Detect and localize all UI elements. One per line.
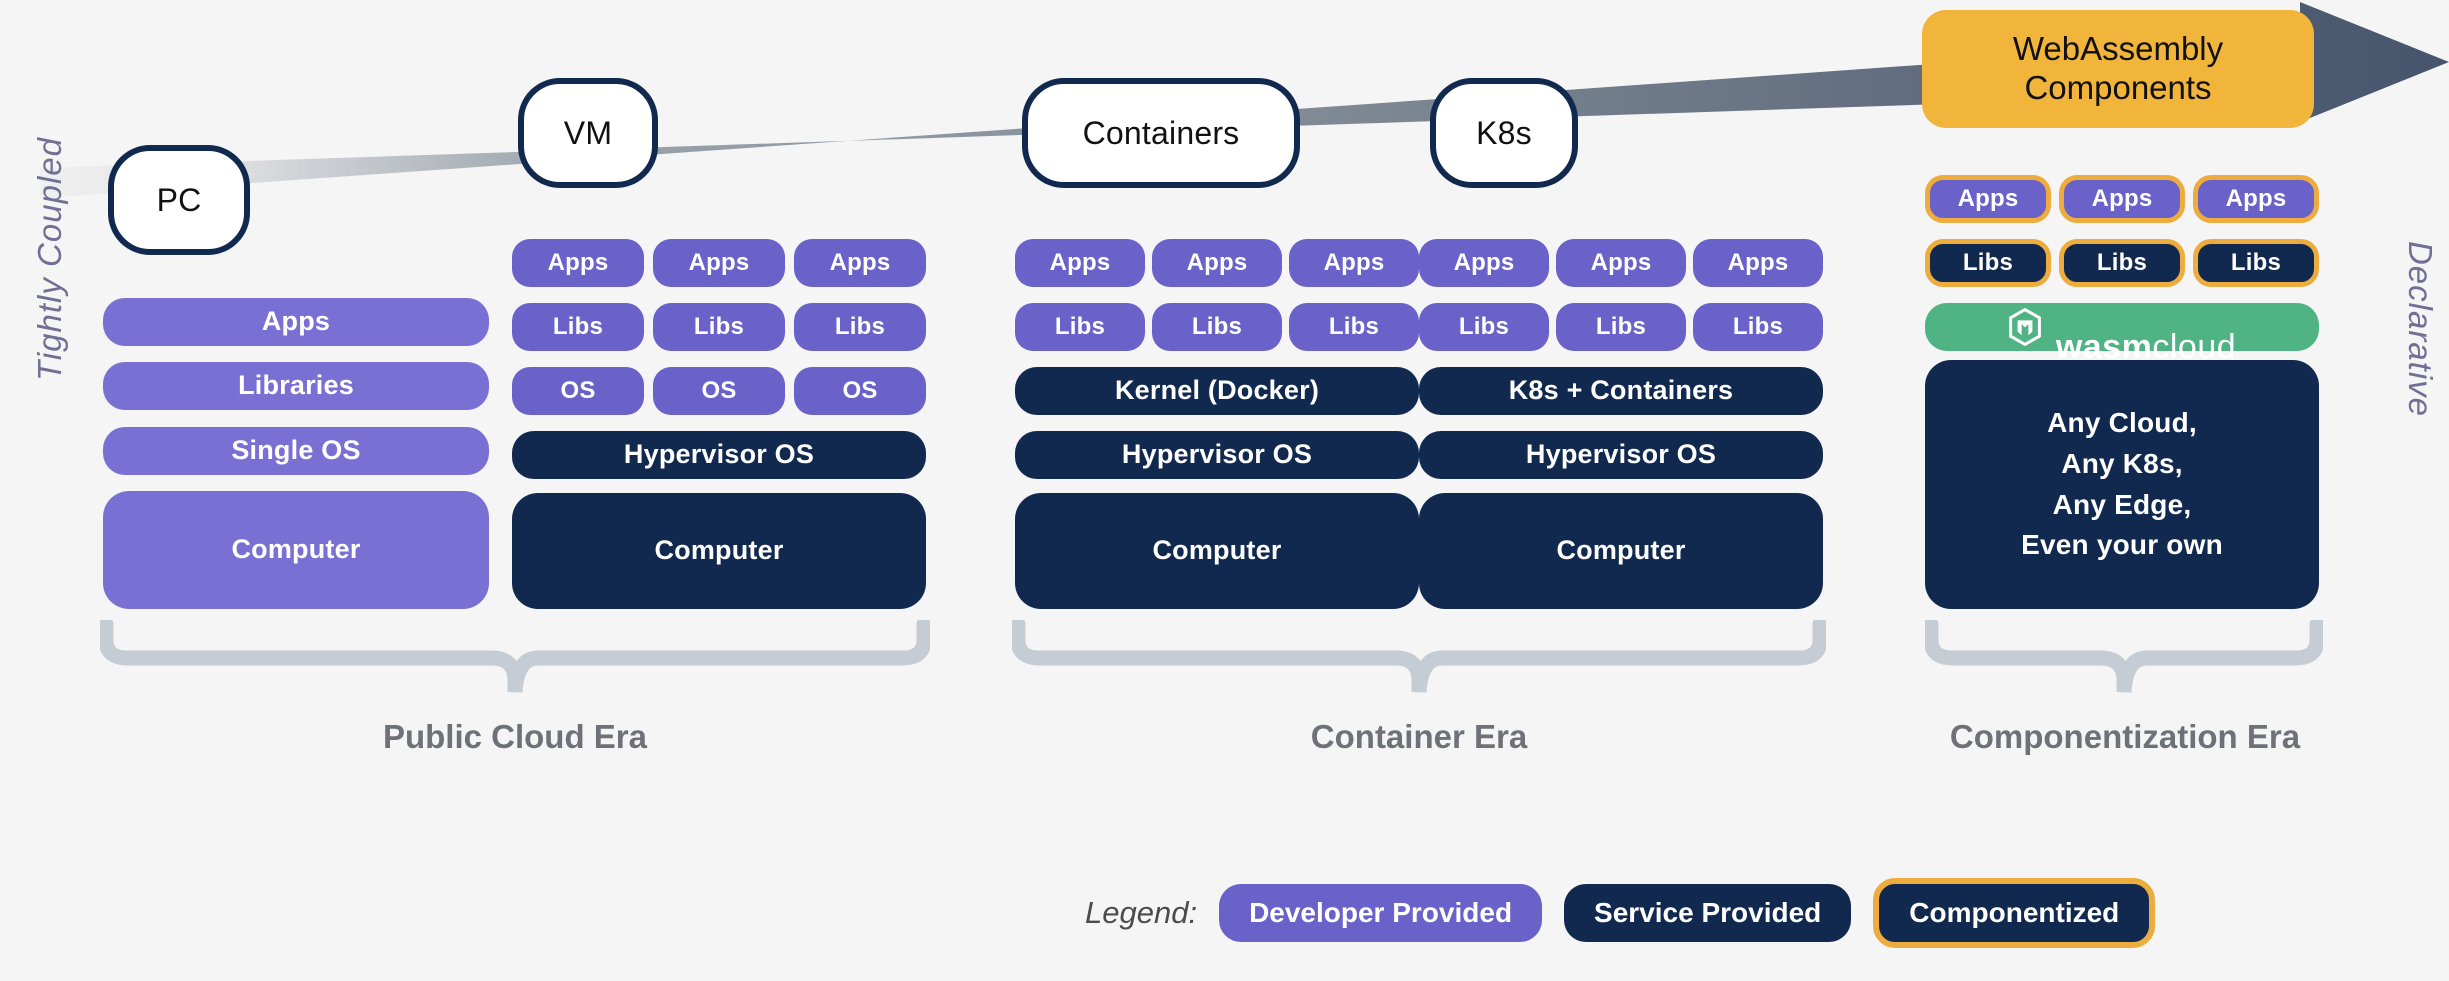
milestone-k8s-label: K8s — [1476, 114, 1532, 151]
k8s-block-k8s-containers[interactable]: K8s + Containers — [1419, 367, 1823, 415]
k8s-guest-3-apps[interactable]: Apps — [1693, 239, 1823, 287]
k8s-guest-3-libs[interactable]: Libs — [1693, 303, 1823, 351]
milestone-vm-label: VM — [563, 114, 613, 151]
vm-guest-3-os[interactable]: OS — [794, 367, 926, 415]
wasm-component-1-apps[interactable]: Apps — [1925, 175, 2051, 223]
legend: Legend: Developer Provided Service Provi… — [1085, 878, 2156, 948]
target-line-3: Any Edge, — [2052, 488, 2192, 520]
k8s-guest-1-apps[interactable]: Apps — [1419, 239, 1549, 287]
docker-guest-3-apps[interactable]: Apps — [1289, 239, 1419, 287]
vm-guest-2-libs[interactable]: Libs — [653, 303, 785, 351]
wasm-component-3-apps[interactable]: Apps — [2193, 175, 2319, 223]
milestone-webassembly-components[interactable]: WebAssembly Components — [1922, 10, 2314, 128]
milestone-k8s[interactable]: K8s — [1430, 78, 1578, 188]
wasm-component-2-libs[interactable]: Libs — [2059, 239, 2185, 287]
brace-container — [1012, 620, 1826, 693]
docker-guest-2-libs[interactable]: Libs — [1152, 303, 1282, 351]
k8s-guest-2-libs[interactable]: Libs — [1556, 303, 1686, 351]
vm-guest-2-apps[interactable]: Apps — [653, 239, 785, 287]
k8s-guest-1-libs[interactable]: Libs — [1419, 303, 1549, 351]
pc-block-apps[interactable]: Apps — [103, 298, 489, 346]
legend-chip-developer-provided[interactable]: Developer Provided — [1219, 884, 1543, 942]
docker-guest-1-libs[interactable]: Libs — [1015, 303, 1145, 351]
era-label-public-cloud: Public Cloud Era — [382, 718, 648, 755]
docker-guest-3-libs[interactable]: Libs — [1289, 303, 1419, 351]
docker-block-computer[interactable]: Computer — [1015, 493, 1419, 609]
milestone-vm[interactable]: VM — [518, 78, 658, 188]
axis-label-declarative: Declarative — [2402, 240, 2439, 418]
pc-block-libraries[interactable]: Libraries — [103, 362, 489, 410]
axis-label-tightly-coupled: Tightly Coupled — [31, 137, 68, 382]
k8s-block-computer[interactable]: Computer — [1419, 493, 1823, 609]
legend-chip-service-provided[interactable]: Service Provided — [1564, 884, 1852, 942]
brace-public-cloud — [100, 620, 930, 693]
k8s-block-hypervisor-os[interactable]: Hypervisor OS — [1419, 431, 1823, 479]
vm-guest-3-apps[interactable]: Apps — [794, 239, 926, 287]
vm-block-hypervisor-os[interactable]: Hypervisor OS — [512, 431, 926, 479]
docker-block-hypervisor-os[interactable]: Hypervisor OS — [1015, 431, 1419, 479]
legend-title: Legend: — [1085, 895, 1198, 930]
wasmcloud-target-box[interactable]: Any Cloud, Any K8s, Any Edge, Even your … — [1925, 360, 2319, 609]
wasm-component-1-libs[interactable]: Libs — [1925, 239, 2051, 287]
milestone-containers[interactable]: Containers — [1022, 78, 1300, 188]
target-line-2: Any K8s, — [2061, 447, 2183, 479]
docker-guest-1-apps[interactable]: Apps — [1015, 239, 1145, 287]
wasmcloud-word-bold: wasm — [2055, 328, 2153, 366]
vm-guest-1-libs[interactable]: Libs — [512, 303, 644, 351]
wasm-component-3-libs[interactable]: Libs — [2193, 239, 2319, 287]
milestone-pc[interactable]: PC — [108, 145, 250, 255]
milestone-containers-label: Containers — [1082, 114, 1240, 151]
pc-block-computer[interactable]: Computer — [103, 491, 489, 609]
target-line-1: Any Cloud, — [2047, 407, 2197, 439]
vm-block-computer[interactable]: Computer — [512, 493, 926, 609]
milestone-pc-label: PC — [156, 181, 202, 218]
target-line-4: Even your own — [2021, 529, 2223, 561]
wasmcloud-platform-bar[interactable]: wasmcloud — [1925, 303, 2319, 366]
vm-guest-1-os[interactable]: OS — [512, 367, 644, 415]
docker-guest-2-apps[interactable]: Apps — [1152, 239, 1282, 287]
vm-guest-3-libs[interactable]: Libs — [794, 303, 926, 351]
pc-block-single-os[interactable]: Single OS — [103, 427, 489, 475]
vm-guest-2-os[interactable]: OS — [653, 367, 785, 415]
brace-componentization — [1925, 620, 2323, 693]
vm-guest-1-apps[interactable]: Apps — [512, 239, 644, 287]
wasmcloud-hex-icon — [2008, 308, 2042, 346]
era-label-container: Container Era — [1310, 718, 1528, 755]
era-label-componentization: Componentization Era — [1949, 718, 2301, 755]
wasm-banner-line1: WebAssembly — [2012, 30, 2224, 68]
docker-block-kernel[interactable]: Kernel (Docker) — [1015, 367, 1419, 415]
wasm-banner-line2: Components — [2024, 69, 2212, 106]
wasmcloud-word-light: cloud — [2152, 328, 2237, 366]
k8s-guest-2-apps[interactable]: Apps — [1556, 239, 1686, 287]
wasm-component-2-apps[interactable]: Apps — [2059, 175, 2185, 223]
legend-chip-componentized[interactable]: Componentized — [1873, 878, 2156, 948]
